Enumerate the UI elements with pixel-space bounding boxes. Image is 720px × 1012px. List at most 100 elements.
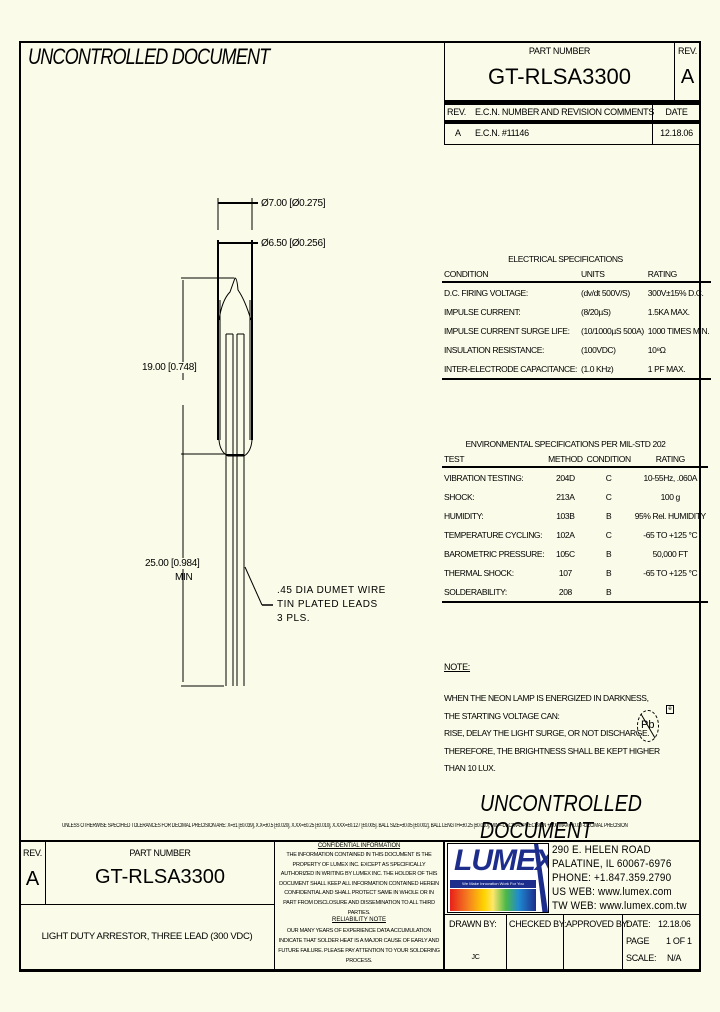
dim-lead-length: 25.00 [0.984] bbox=[145, 558, 200, 569]
component-drawing bbox=[181, 198, 273, 687]
elec-condition: INSULATION RESISTANCE: bbox=[444, 344, 544, 355]
dim-lead-length-note: MIN bbox=[175, 572, 193, 583]
elec-condition: IMPULSE CURRENT: bbox=[444, 306, 521, 317]
elec-units: (8/20µS) bbox=[581, 306, 611, 317]
env-condition: B bbox=[606, 510, 612, 521]
address-street: 290 E. HELEN ROAD bbox=[552, 844, 651, 856]
note-line: RISE, DELAY THE LIGHT SURGE, OR NOT DISC… bbox=[444, 728, 650, 738]
elec-rating: 300V±15% D.C. bbox=[647, 287, 704, 298]
rev-header-box bbox=[674, 41, 701, 101]
env-rating: 95% Rel. HUMIDITY bbox=[634, 510, 707, 521]
lead-note-line3: 3 PLS. bbox=[277, 613, 311, 624]
env-condition: C bbox=[605, 472, 612, 483]
elec-col-units: UNITS bbox=[579, 266, 646, 283]
lead-note-line1: .45 DIA DUMET WIRE bbox=[277, 585, 386, 596]
tb-rev-label: REV. bbox=[23, 848, 42, 858]
env-test: BAROMETRIC PRESSURE: bbox=[444, 548, 545, 559]
env-col-test: TEST bbox=[442, 451, 547, 468]
tb-part-number-label: PART NUMBER bbox=[129, 848, 191, 858]
scale-label: SCALE: bbox=[626, 953, 657, 963]
electrical-specs-table: CONDITION UNITS RATING D.C. FIRING VOLTA… bbox=[442, 266, 712, 380]
env-condition: B bbox=[606, 567, 612, 578]
dim-inner-diameter: Ø6.50 [Ø0.256] bbox=[261, 238, 326, 249]
elec-rating: 1000 TIMES MIN. bbox=[647, 325, 710, 336]
env-test: TEMPERATURE CYCLING: bbox=[444, 529, 543, 540]
part-number-label: PART NUMBER bbox=[528, 46, 591, 56]
logo-wordmark: LUMEX bbox=[454, 844, 549, 877]
revision-table-top-rule bbox=[444, 101, 701, 104]
dim-outer-diameter: Ø7.00 [Ø0.275] bbox=[261, 198, 326, 209]
elec-rating: 1 PF MAX. bbox=[645, 359, 712, 380]
revision-col-rev: REV. bbox=[447, 107, 466, 117]
revision-table-header bbox=[444, 104, 701, 123]
env-condition: B bbox=[606, 548, 612, 559]
env-rating: -65 TO +125 °C bbox=[643, 567, 698, 578]
tolerance-note: UNLESS OTHERWISE SPECIFIED TOLERANCES FO… bbox=[62, 823, 628, 829]
env-condition: C bbox=[605, 491, 612, 502]
env-test: THERMAL SHOCK: bbox=[444, 567, 514, 578]
note-line: THE STARTING VOLTAGE CAN: bbox=[444, 710, 560, 721]
elec-rating: 10⁸Ω bbox=[647, 344, 666, 355]
drawn-by-value: JC bbox=[471, 954, 480, 961]
rev-value: A bbox=[680, 66, 695, 88]
elec-rating: 1.5KA MAX. bbox=[647, 306, 690, 317]
approved-by-label: APPROVED BY: bbox=[566, 919, 629, 929]
env-method: 213A bbox=[556, 491, 575, 502]
env-condition: B bbox=[584, 582, 633, 603]
env-test: VIBRATION TESTING: bbox=[444, 472, 524, 483]
revision-table-divider bbox=[652, 104, 653, 145]
elec-row: D.C. FIRING VOLTAGE: (dv/dt 500V/S) 300V… bbox=[442, 282, 711, 302]
lumex-logo: LUMEX We Make Innovation Work For You bbox=[447, 843, 549, 913]
elec-condition: IMPULSE CURRENT SURGE LIFE: bbox=[444, 325, 570, 336]
elec-units: (10/1000µS 500A) bbox=[581, 325, 644, 336]
confidential-title: CONFIDENTIAL INFORMATION bbox=[317, 843, 401, 849]
elec-row: INTER-ELECTRODE CAPACITANCE: (1.0 KHz) 1… bbox=[442, 359, 712, 380]
elec-units: (dv/dt 500V/S) bbox=[581, 287, 630, 298]
address-tw-web[interactable]: TW WEB: www.lumex.com.tw bbox=[552, 900, 687, 912]
logo-tagline: We Make Innovation Work For You bbox=[450, 880, 536, 888]
confidential-text: THE INFORMATION CONTAINED IN THIS DOCUME… bbox=[279, 852, 439, 916]
e-mark-icon: e bbox=[666, 705, 674, 714]
env-method: 208 bbox=[546, 582, 585, 603]
elec-row: IMPULSE CURRENT SURGE LIFE: (10/1000µS 5… bbox=[442, 321, 711, 340]
revision-col-comments: E.C.N. NUMBER AND REVISION COMMENTS bbox=[475, 107, 655, 117]
tb-part-number-value: GT-RLSA3300 bbox=[94, 866, 226, 888]
env-row: HUMIDITY: 103B B 95% Rel. HUMIDITY bbox=[442, 506, 708, 525]
elec-col-condition: CONDITION bbox=[442, 266, 580, 283]
uncontrolled-watermark-bottom: UNCONTROLLED DOCUMENT bbox=[480, 790, 642, 843]
env-method: 107 bbox=[558, 567, 572, 578]
reliability-text: OUR MANY YEARS OF EXPERIENCE DATA ACCUMU… bbox=[278, 928, 440, 964]
elec-units: (100VDC) bbox=[581, 344, 616, 355]
part-number-value: GT-RLSA3300 bbox=[487, 64, 632, 89]
checked-by-label: CHECKED BY: bbox=[509, 919, 567, 929]
revision-row-date: 12.18.06 bbox=[660, 128, 693, 138]
address-phone: PHONE: +1.847.359.2790 bbox=[552, 872, 672, 884]
env-rating: -65 TO +125 °C bbox=[643, 529, 698, 540]
elec-units: (1.0 KHz) bbox=[579, 359, 646, 380]
env-rating bbox=[632, 582, 708, 603]
note-line: THEREFORE, THE BRIGHTNESS SHALL BE KEPT … bbox=[444, 745, 660, 756]
lead-note-line2: TIN PLATED LEADS bbox=[277, 599, 378, 610]
tb-description: LIGHT DUTY ARRESTOR, THREE LEAD (300 VDC… bbox=[41, 931, 253, 942]
env-row: BAROMETRIC PRESSURE: 105C B 50,000 FT bbox=[442, 544, 708, 563]
electrical-specs-title: ELECTRICAL SPECIFICATIONS bbox=[508, 254, 623, 264]
env-row: SOLDERABILITY: 208 B bbox=[442, 582, 708, 603]
env-condition: C bbox=[605, 529, 612, 540]
env-test: SOLDERABILITY: bbox=[442, 582, 547, 603]
rev-label: REV. bbox=[678, 46, 697, 56]
environmental-specs-table: TEST METHOD CONDITION RATING VIBRATION T… bbox=[442, 451, 708, 603]
revision-row-comment: E.C.N. #11146 bbox=[475, 128, 529, 138]
env-row: SHOCK: 213A C 100 g bbox=[442, 487, 708, 506]
uncontrolled-watermark-top: UNCONTROLLED DOCUMENT bbox=[28, 44, 270, 69]
elec-col-rating: RATING bbox=[645, 266, 712, 283]
dim-body-length: 19.00 [0.748] bbox=[142, 362, 197, 373]
note-line: WHEN THE NEON LAMP IS ENERGIZED IN DARKN… bbox=[444, 693, 649, 703]
address-us-web[interactable]: US WEB: www.lumex.com bbox=[552, 886, 672, 898]
env-col-rating: RATING bbox=[632, 451, 708, 468]
env-method: 103B bbox=[556, 510, 575, 521]
frame-bottom-rule bbox=[19, 969, 701, 972]
elec-condition: D.C. FIRING VOLTAGE: bbox=[444, 287, 528, 298]
drawn-by-label: DRAWN BY: bbox=[449, 919, 497, 929]
elec-condition: INTER-ELECTRODE CAPACITANCE: bbox=[442, 359, 580, 380]
env-method: 204D bbox=[556, 472, 575, 483]
